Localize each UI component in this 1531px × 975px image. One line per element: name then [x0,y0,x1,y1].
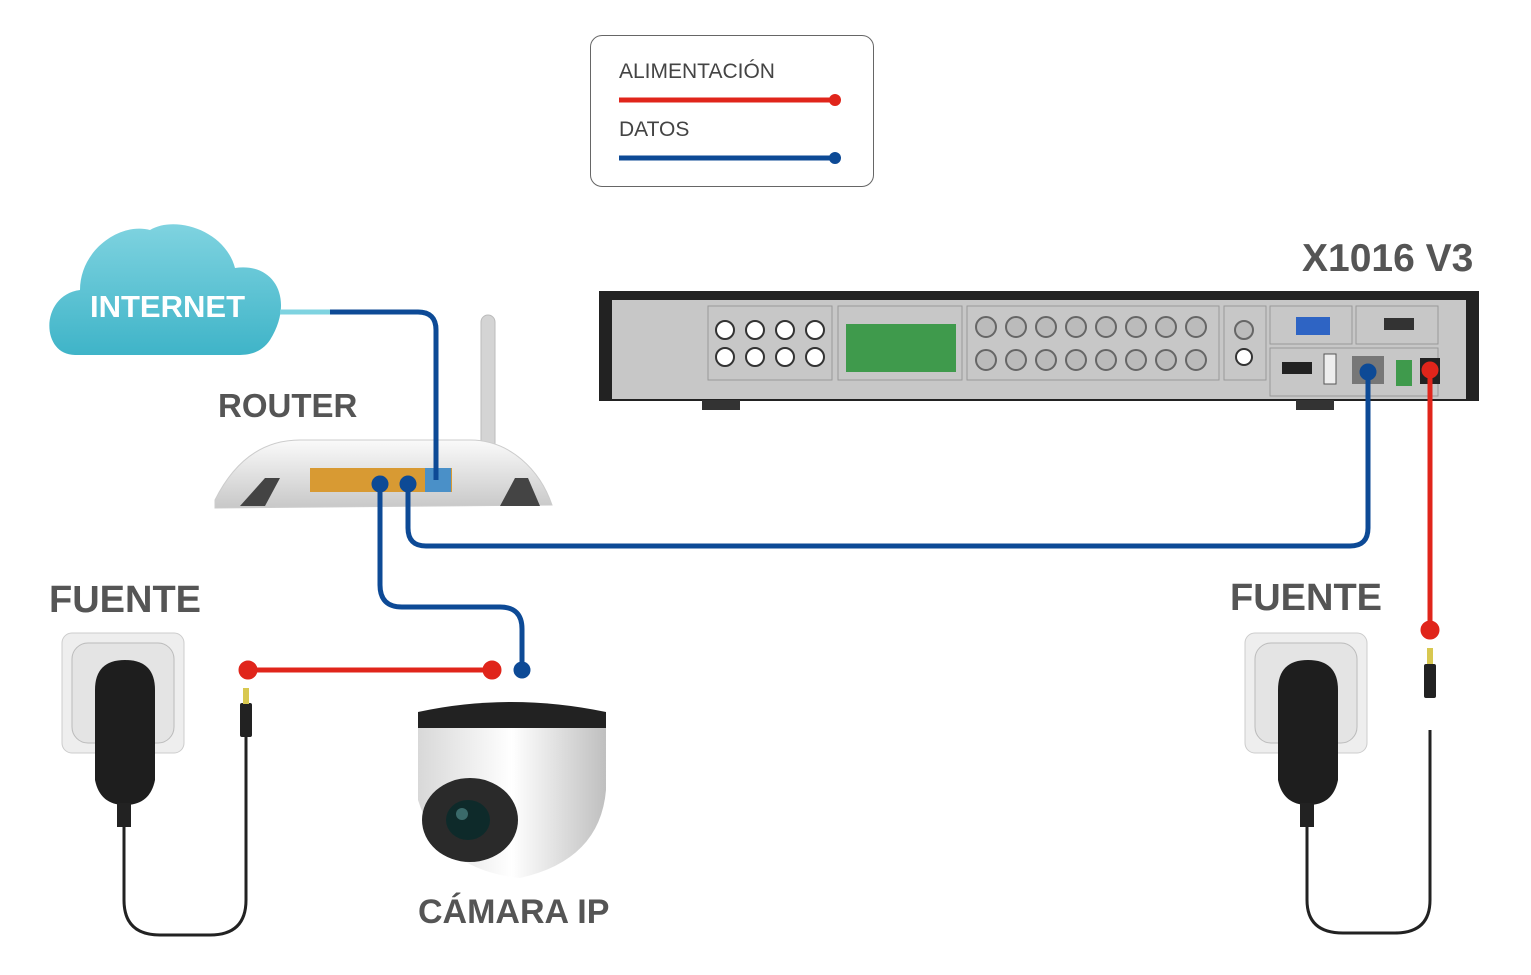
legend-power-dot [829,94,841,106]
video-in-bnc [1005,349,1027,371]
video-in-bnc [1095,316,1117,338]
cloud-icon [49,224,282,355]
video-in-bnc [1125,349,1147,371]
power-cable-camera [238,660,502,680]
dvr-icon [599,291,1479,410]
cvbs-connector [1234,320,1254,340]
video-in-bnc [1065,349,1087,371]
video-in-bnc [1065,316,1087,338]
video-in-bnc [1095,349,1117,371]
audio-in-connector [745,320,765,340]
audio-in-connector [775,347,795,367]
audio-in-connector [715,347,735,367]
internet-label: INTERNET [90,289,245,324]
router-label: ROUTER [218,387,358,424]
data-cable-internet-router [280,309,439,480]
legend: ALIMENTACIÓN DATOS [590,35,874,187]
audio-in-connector [745,347,765,367]
power-adapter-icon [95,660,252,937]
video-in-bnc [1155,316,1177,338]
video-in-bnc [1125,316,1147,338]
audio-in-connector [805,320,825,340]
data-cable-router-camera [371,475,531,679]
dvr-label: X1016 V3 [1302,237,1474,280]
legend-data-label: DATOS [619,118,690,141]
video-in-bnc [1185,316,1207,338]
audio-in-connector [805,347,825,367]
router-icon [214,314,553,509]
video-in-bnc [1185,349,1207,371]
power-supply-left-label: FUENTE [49,579,201,621]
legend-data-dot [829,152,841,164]
video-in-bnc [1035,349,1057,371]
audio-out-connector [1235,348,1253,366]
legend-swatches [619,94,841,164]
legend-power-label: ALIMENTACIÓN [619,60,775,83]
video-in-bnc [975,349,997,371]
video-in-bnc [975,316,997,338]
camera-label: CÁMARA IP [418,893,610,931]
power-cable-dvr [1420,361,1440,640]
audio-in-connector [775,320,795,340]
data-cable-router-dvr [399,363,1377,549]
dome-camera-icon [418,702,606,878]
video-in-bnc [1155,349,1177,371]
power-supply-right-label: FUENTE [1230,577,1382,619]
audio-in-connector [715,320,735,340]
video-in-bnc [1035,316,1057,338]
power-adapter-icon [1278,648,1436,935]
video-in-bnc [1005,316,1027,338]
